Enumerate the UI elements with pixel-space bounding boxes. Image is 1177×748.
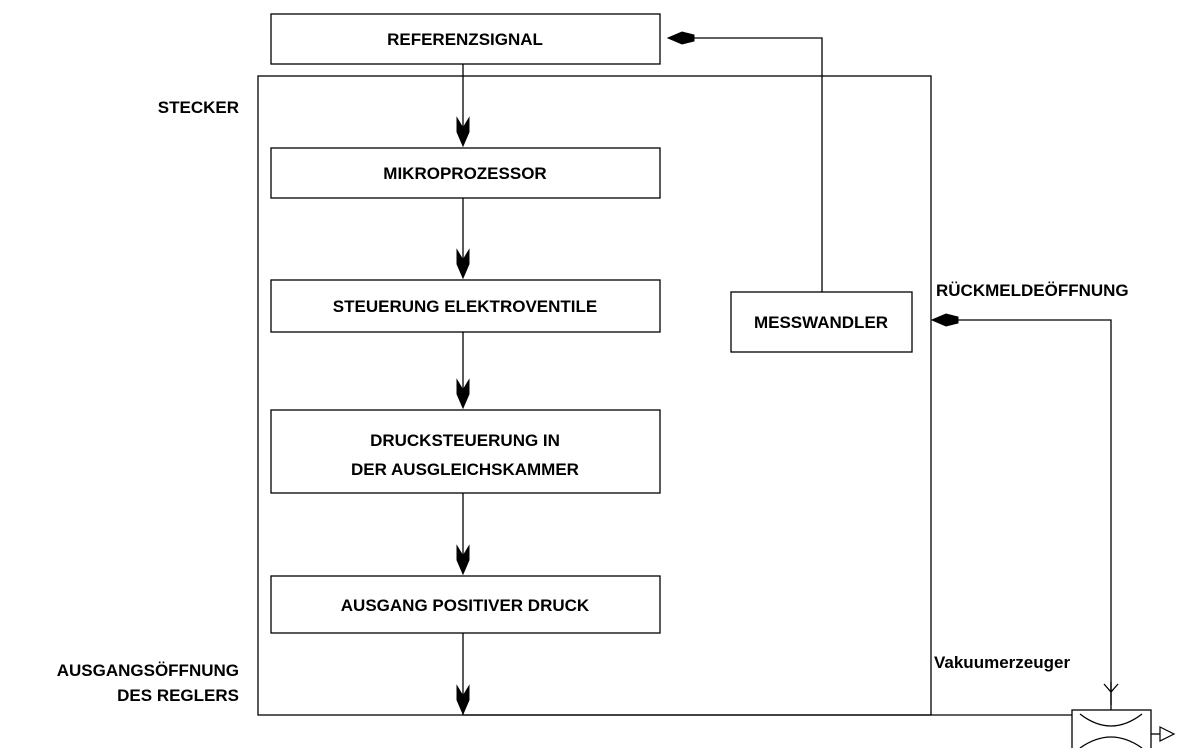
arrow-down-icon (456, 378, 470, 410)
connector-rueckmeldung-to-messwandler (956, 319, 1112, 705)
block-ausgang-label: AUSGANG POSITIVER DRUCK (341, 596, 590, 615)
arrow-down-icon (456, 248, 470, 280)
arrow-left-icon (666, 31, 695, 45)
connector-messwandler-to-referenz (690, 37, 823, 292)
arrow-down-icon (456, 544, 470, 576)
block-mikroprozessor-label: MIKROPROZESSOR (383, 164, 546, 183)
block-drucksteuerung: DRUCKSTEUERUNG IN DER AUSGLEICHSKAMMER (270, 409, 661, 494)
label-rueckmeldeoeffnung: RÜCKMELDEÖFFNUNG (936, 281, 1129, 300)
block-referenzsignal-label: REFERENZSIGNAL (387, 30, 543, 49)
label-stecker: STECKER (158, 98, 239, 117)
arrow-left-icon (930, 313, 959, 327)
block-ausgang-positiver-druck: AUSGANG POSITIVER DRUCK (270, 575, 661, 634)
block-mikroprozessor: MIKROPROZESSOR (270, 147, 661, 199)
label-vakuumerzeuger: Vakuumerzeuger (934, 653, 1070, 672)
connector-outlet-to-vakuum (462, 704, 1072, 716)
block-drucksteuerung-label-1: DRUCKSTEUERUNG IN (370, 431, 560, 450)
block-drucksteuerung-label-2: DER AUSGLEICHSKAMMER (351, 460, 579, 479)
block-steuerung-label: STEUERUNG ELEKTROVENTILE (333, 297, 597, 316)
block-referenzsignal: REFERENZSIGNAL (270, 13, 661, 65)
block-messwandler: MESSWANDLER (730, 291, 913, 353)
outlet-arrow-icon (1159, 726, 1176, 742)
label-ausgangsoeffnung-1: AUSGANGSÖFFNUNG (57, 661, 239, 680)
block-messwandler-label: MESSWANDLER (754, 313, 888, 332)
arrow-down-icon (456, 684, 470, 716)
label-ausgangsoeffnung-2: DES REGLERS (117, 686, 239, 705)
block-steuerung-elektroventile: STEUERUNG ELEKTROVENTILE (270, 279, 661, 333)
vakuumerzeuger-symbol (1071, 682, 1176, 748)
arrow-down-icon (456, 116, 470, 148)
